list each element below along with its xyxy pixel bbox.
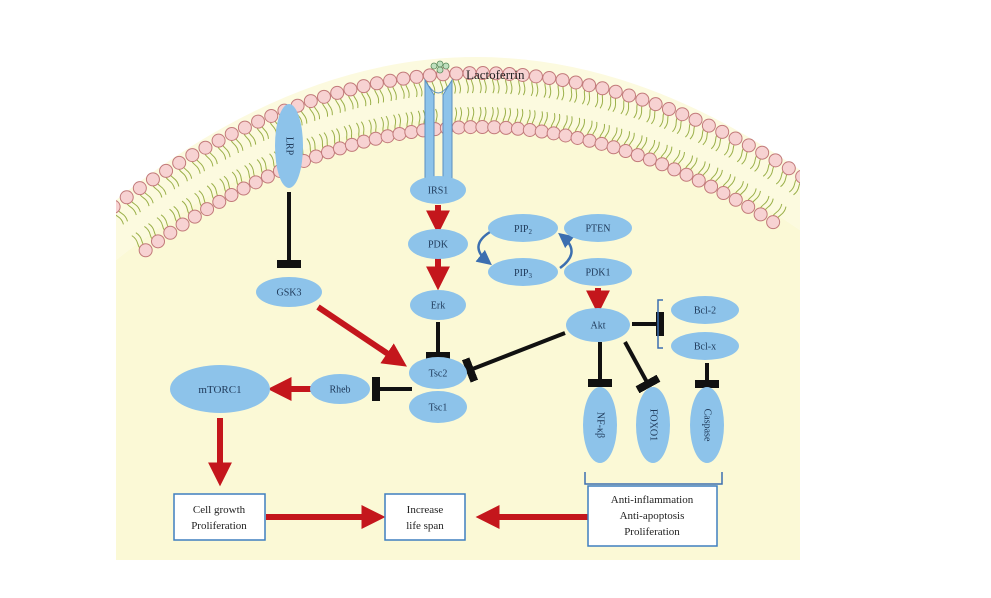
pip-cycle-arrows: [475, 230, 575, 270]
svg-text:FOXO1: FOXO1: [648, 409, 659, 441]
svg-text:Anti-inflammation: Anti-inflammation: [611, 494, 694, 506]
node-tsc1: Tsc1: [409, 391, 467, 423]
box-cell-growth: Cell growth Proliferation: [173, 493, 266, 541]
title-lactoferrin: Lactoferrin: [466, 67, 525, 82]
svg-text:mTORC1: mTORC1: [198, 384, 241, 396]
svg-text:PTEN: PTEN: [586, 224, 611, 235]
box-increase-life-span: Increase life span: [384, 493, 466, 541]
box-outcomes: Anti-inflammation Anti-apoptosis Prolife…: [587, 485, 718, 547]
outcomes-bracket: [584, 472, 723, 485]
node-lrp: LRP: [275, 104, 303, 188]
svg-text:Tsc1: Tsc1: [429, 403, 448, 414]
svg-text:Proliferation: Proliferation: [191, 520, 247, 532]
inhibition-arrows: [277, 192, 719, 401]
lactoferrin-ligand-icon: [430, 60, 450, 74]
pathway-nodes: LRP IRS1 GSK3 PDK PIP2 PTEN PIP3 PDK1: [170, 104, 739, 463]
bcl-bracket: [657, 299, 663, 349]
svg-text:Proliferation: Proliferation: [624, 526, 680, 538]
node-caspase: Caspase: [690, 387, 724, 463]
inhibit-akt-foxo: [623, 341, 661, 394]
svg-text:Akt: Akt: [591, 321, 606, 332]
node-pip3: PIP3: [488, 258, 558, 286]
svg-text:Caspase: Caspase: [702, 409, 713, 442]
node-nfkb: NF-κβ: [583, 387, 617, 463]
inhibit-akt-tsc2: [461, 331, 566, 383]
svg-text:Cell growth: Cell growth: [193, 504, 246, 516]
node-bclx: Bcl-x: [671, 332, 739, 360]
svg-text:Tsc2: Tsc2: [429, 369, 448, 380]
svg-text:Anti-apoptosis: Anti-apoptosis: [620, 510, 685, 522]
node-bcl2: Bcl-2: [671, 296, 739, 324]
svg-text:Increase: Increase: [407, 504, 444, 516]
node-irs1: IRS1: [410, 176, 466, 204]
svg-text:PIP3: PIP3: [514, 268, 532, 281]
node-gsk3: GSK3: [256, 277, 322, 307]
svg-text:Bcl-2: Bcl-2: [694, 306, 716, 317]
svg-text:GSK3: GSK3: [276, 288, 301, 299]
node-erk: Erk: [410, 290, 466, 320]
node-pdk: PDK: [408, 229, 468, 259]
node-akt: Akt: [566, 308, 630, 342]
activation-arrows: [208, 205, 610, 529]
svg-text:IRS1: IRS1: [428, 186, 449, 197]
svg-text:LRP: LRP: [284, 137, 295, 156]
node-foxo: FOXO1: [636, 387, 670, 463]
svg-text:Rheb: Rheb: [329, 385, 350, 396]
svg-text:PIP2: PIP2: [514, 224, 532, 237]
arrow-gsk3-tsc2: [316, 304, 407, 367]
svg-text:Bcl-x: Bcl-x: [694, 342, 716, 353]
svg-text:life span: life span: [406, 520, 444, 532]
node-tsc2: Tsc2: [409, 357, 467, 389]
svg-text:NF-κβ: NF-κβ: [595, 412, 606, 438]
svg-text:Erk: Erk: [431, 301, 445, 312]
node-pdk1: PDK1: [564, 258, 632, 286]
node-pip2: PIP2: [488, 214, 558, 242]
svg-text:PDK1: PDK1: [585, 268, 610, 279]
node-pten: PTEN: [564, 214, 632, 242]
node-rheb: Rheb: [310, 374, 370, 404]
svg-text:PDK: PDK: [428, 240, 449, 251]
node-mtorc1: mTORC1: [170, 365, 270, 413]
